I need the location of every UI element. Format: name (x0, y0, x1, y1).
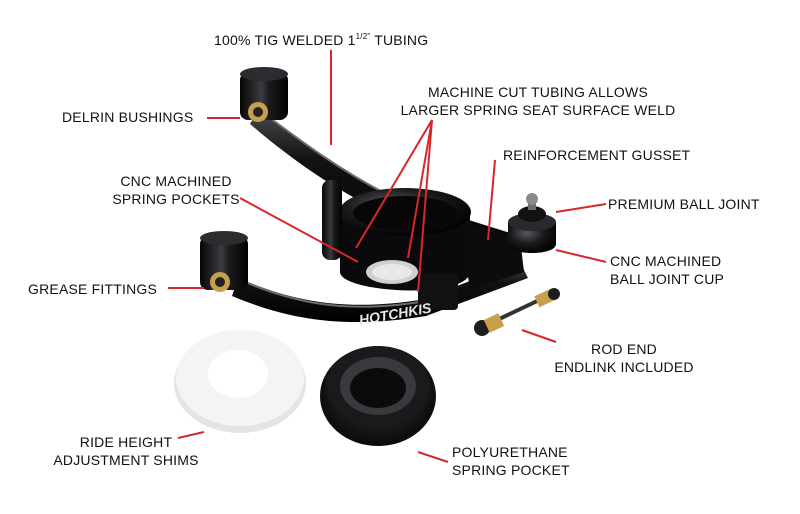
lower-arm-tube (232, 262, 528, 323)
vertical-tube (322, 180, 342, 260)
callout-grease-fittings: GREASE FITTINGS (28, 281, 158, 297)
ball-joint-cup (508, 193, 556, 253)
ride-height-shim (174, 330, 306, 433)
callout-tig-welded: 100% TIG WELDED 11/2" TUBING (214, 32, 429, 48)
callout-rod-end: ROD END ENDLINK INCLUDED (554, 341, 694, 375)
pocket-bracket (418, 274, 458, 310)
callout-poly-spring-pocket: POLYURETHANE SPRING POCKET (452, 444, 570, 478)
poly-spring-pocket (320, 346, 436, 446)
leader-lines (168, 50, 607, 463)
spring-pocket (339, 188, 471, 291)
callout-delrin-bushings: DELRIN BUSHINGS (62, 109, 194, 125)
callout-machine-cut: MACHINE CUT TUBING ALLOWS LARGER SPRING … (400, 84, 676, 118)
callout-ride-height-shims: RIDE HEIGHT ADJUSTMENT SHIMS (53, 434, 199, 468)
upper-bushing (240, 67, 288, 122)
callout-premium-ball-joint: PREMIUM BALL JOINT (608, 196, 760, 212)
callout-reinforcement-gusset: REINFORCEMENT GUSSET (503, 147, 691, 163)
callout-cnc-spring-pockets: CNC MACHINED SPRING POCKETS (112, 173, 240, 207)
lower-bushing (200, 231, 248, 292)
rod-end-endlink (474, 288, 560, 336)
callout-ball-joint-cup: CNC MACHINED BALL JOINT CUP (610, 253, 725, 287)
